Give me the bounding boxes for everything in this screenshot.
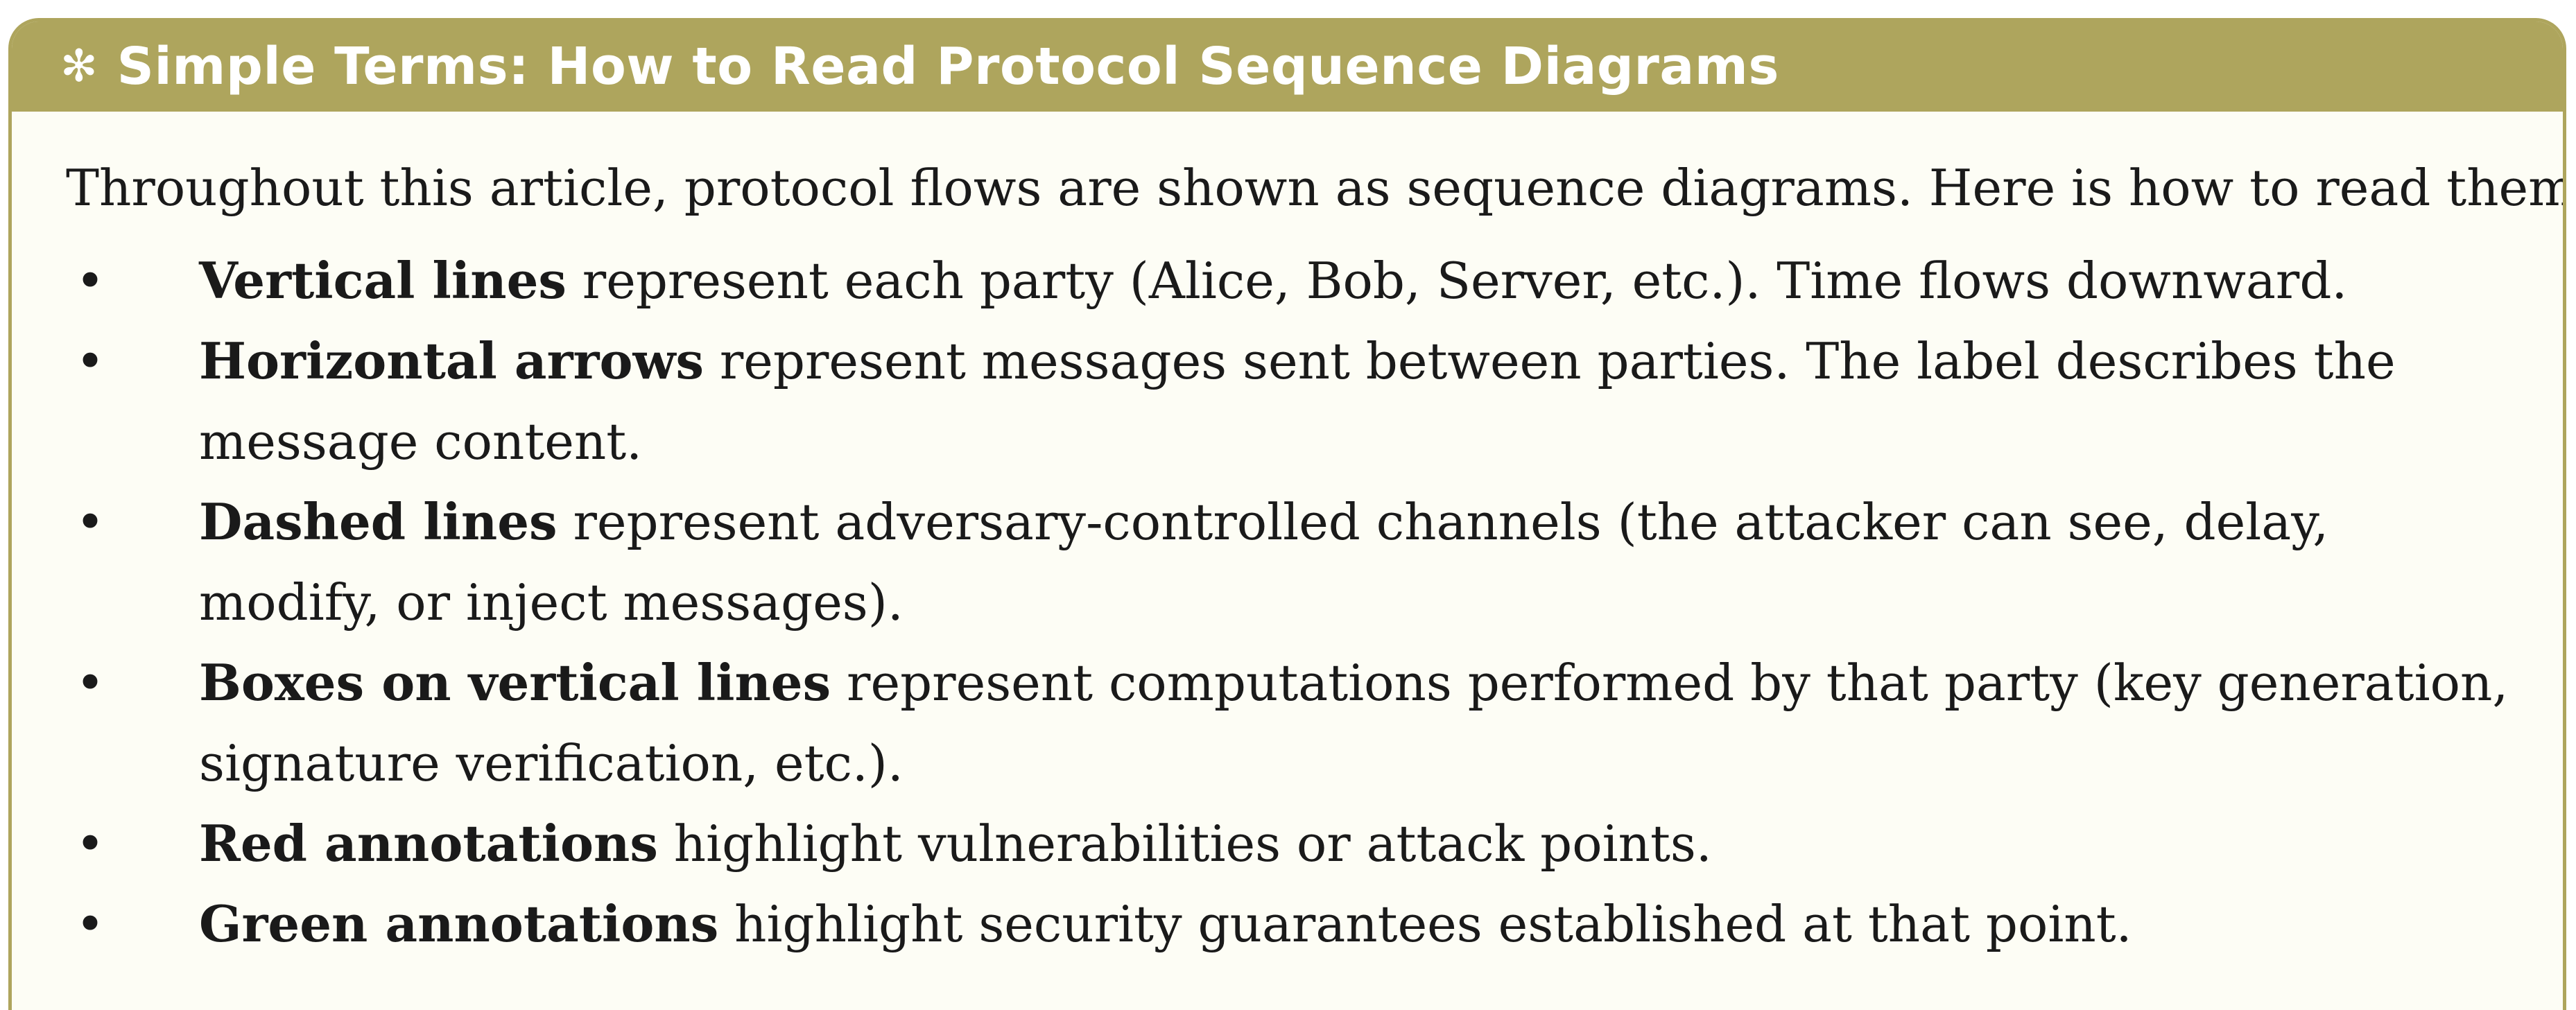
simple-terms-callout: ✻ Simple Terms: How to Read Protocol Seq… [8, 18, 2566, 1010]
callout-body: Throughout this article, protocol flows … [12, 112, 2563, 964]
bullet-term: Boxes on vertical lines [199, 653, 831, 712]
bullet-icon: • [75, 815, 105, 873]
asterisk-icon: ✻ [60, 41, 98, 92]
list-item: • Boxes on vertical lines represent comp… [66, 643, 2521, 803]
intro-paragraph: Throughout this article, protocol flows … [66, 159, 2566, 217]
bullet-term: Green annotations [199, 894, 719, 953]
list-item: • Red annotations highlight vulnerabilit… [66, 803, 2521, 884]
list-item: • Horizontal arrows represent messages s… [66, 321, 2521, 482]
bullet-icon: • [75, 895, 105, 953]
bullet-text: represent each party (Alice, Bob, Server… [566, 252, 2348, 310]
bullet-icon: • [75, 332, 105, 390]
bullet-icon: • [75, 654, 105, 712]
bullet-list: • Vertical lines represent each party (A… [66, 241, 2521, 964]
bullet-text: represent computations performed by that… [199, 654, 2509, 792]
bullet-text: highlight security guarantees establishe… [718, 895, 2132, 953]
list-item: • Dashed lines represent adversary-contr… [66, 482, 2521, 643]
bullet-icon: • [75, 252, 105, 310]
bullet-text: represent messages sent between parties.… [199, 332, 2396, 471]
bullet-text: represent adversary-controlled channels … [199, 493, 2329, 632]
bullet-icon: • [75, 493, 105, 551]
bullet-term: Red annotations [199, 814, 658, 873]
list-item: • Green annotations highlight security g… [66, 884, 2521, 964]
list-item: • Vertical lines represent each party (A… [66, 241, 2521, 321]
bullet-text: highlight vulnerabilities or attack poin… [657, 815, 1712, 873]
callout-header: ✻ Simple Terms: How to Read Protocol Seq… [12, 21, 2563, 112]
bullet-term: Dashed lines [199, 492, 557, 551]
bullet-term: Vertical lines [199, 251, 567, 310]
callout-title: Simple Terms: How to Read Protocol Seque… [116, 37, 1779, 96]
bullet-term: Horizontal arrows [199, 331, 704, 390]
